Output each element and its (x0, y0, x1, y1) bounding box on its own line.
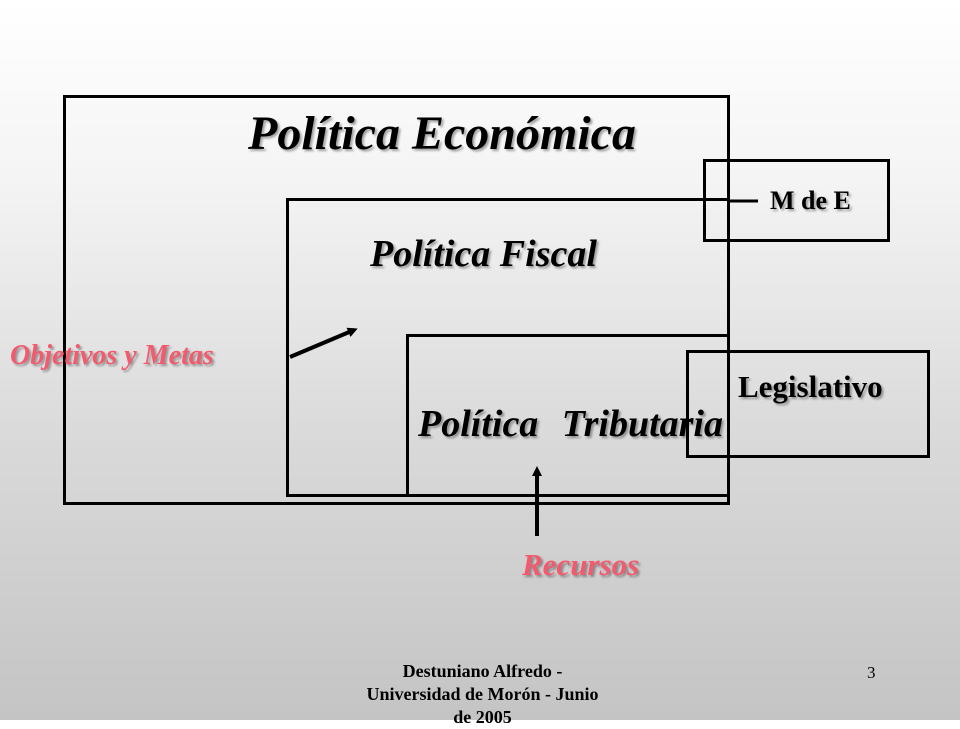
legislativo-label: Legislativo (738, 369, 883, 404)
politica-fiscal-title: Política Fiscal (370, 233, 597, 275)
politica-tributaria-box (406, 334, 730, 497)
mde-box (703, 159, 890, 242)
footer-author: Destuniano Alfredo - Universidad de Moró… (330, 660, 635, 729)
footer-author-line-1: Destuniano Alfredo - (402, 661, 563, 681)
page-number: 3 (867, 663, 876, 682)
footer-author-line-3: de 2005 (453, 707, 512, 727)
legislativo-box (686, 350, 930, 458)
footer-author-line-2: Universidad de Morón - Junio (366, 684, 599, 704)
politica-economica-box (63, 95, 730, 505)
mde-label: M de E (770, 186, 851, 215)
politica-economica-title: Política Económica (248, 107, 636, 160)
objetivos-metas-label: Objetivos y Metas (10, 340, 214, 371)
recursos-label: Recursos (522, 547, 640, 582)
politica-tributaria-title: Política Tributaria (418, 403, 723, 445)
